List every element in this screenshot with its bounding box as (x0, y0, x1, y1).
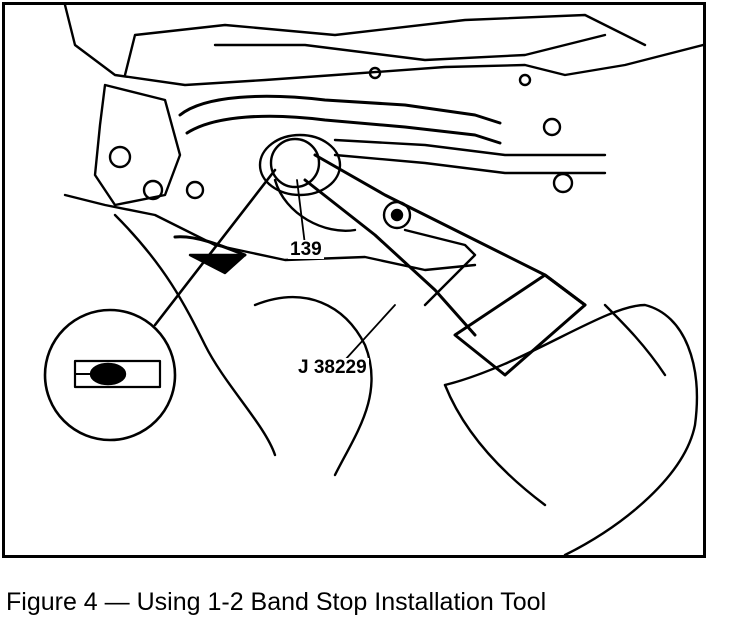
tool-handle-inner (403, 228, 477, 307)
cooler-line-upper (178, 94, 502, 125)
tool-pivot (382, 200, 412, 230)
servo-recess (273, 178, 357, 232)
rotation-arrow-shaft (173, 235, 247, 257)
cover-rib (213, 33, 607, 62)
rotation-arrow-head (188, 253, 247, 275)
bolt-top-right (518, 73, 532, 87)
bolt-middle (185, 180, 205, 200)
right-hand-knuckle (603, 303, 667, 377)
detail-focus-ring (269, 137, 321, 189)
tool-grip (453, 273, 587, 377)
detail-band-stop-tab (89, 362, 127, 386)
part-number-callout: 139 (288, 239, 324, 260)
tool-number-callout: J 38229 (296, 357, 369, 378)
technical-illustration (43, 5, 703, 555)
servo-bore (258, 133, 342, 197)
case-top-edge (63, 5, 703, 87)
right-hand-outline (443, 303, 699, 555)
bolt-right (542, 117, 562, 137)
case-cover-plate (123, 13, 647, 77)
cooler-line-lower (185, 114, 502, 145)
bolt-left (108, 145, 132, 169)
bolt-top (368, 66, 382, 80)
figure-frame (2, 2, 706, 558)
tool-pointer (344, 304, 396, 361)
figure-caption: Figure 4 — Using 1-2 Band Stop Installat… (6, 588, 547, 616)
cooler-line-branch-2 (333, 153, 607, 175)
left-hand-palm (253, 295, 373, 477)
case-lower-edge (63, 193, 477, 272)
bolt-far-right (552, 172, 574, 194)
bolt-lower-left (142, 179, 164, 201)
part-pointer (296, 179, 306, 246)
detail-magnifier (43, 308, 177, 442)
cooler-line-branch (333, 138, 607, 157)
left-hand-outline (113, 213, 277, 457)
right-hand-finger (443, 383, 547, 507)
tool-jaw-lower (303, 178, 477, 337)
detail-leader-line (153, 168, 277, 327)
tool-pivot-pin (390, 208, 404, 222)
case-boss (93, 83, 182, 207)
